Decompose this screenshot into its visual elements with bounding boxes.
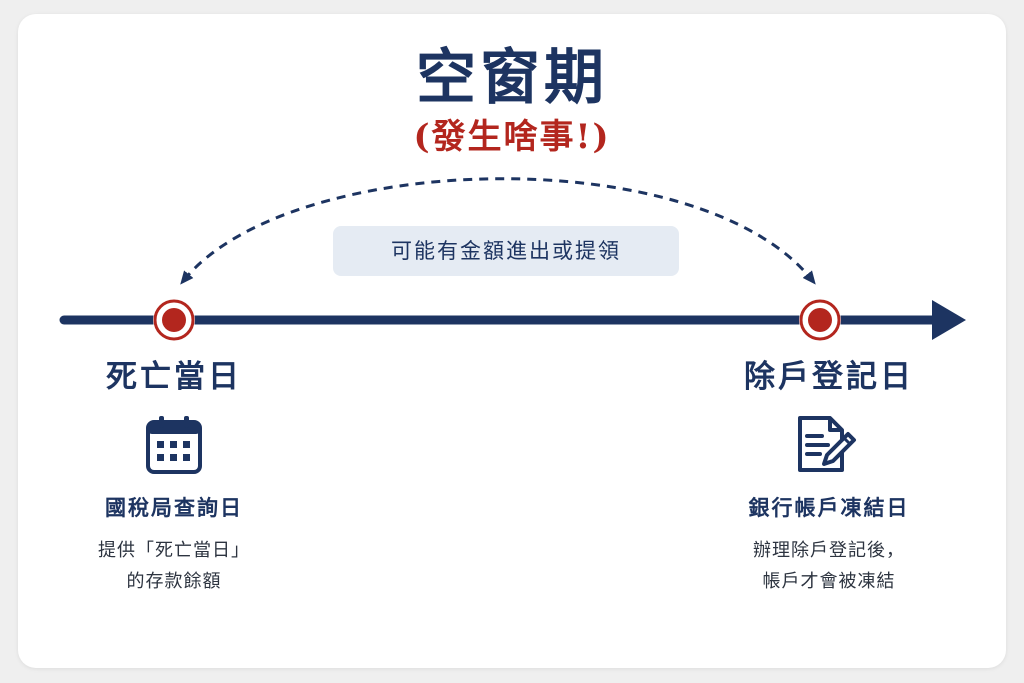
calendar-icon: [146, 416, 202, 474]
desc-deregistration-day: 辦理除戶登記後， 帳戶才會被凍結: [679, 535, 979, 597]
death-day-marker: [153, 299, 195, 341]
desc-line: 提供「死亡當日」: [98, 540, 250, 561]
diagram-card: [18, 14, 1006, 668]
event-label-death-day: 死亡當日: [106, 359, 242, 395]
sub-title-account-freeze-day: 銀行帳戶凍結日: [748, 496, 910, 520]
diagram-subtitle: (發生啥事!): [413, 117, 611, 157]
diagram-title: 空窗期: [416, 43, 608, 113]
desc-line: 帳戶才會被凍結: [762, 571, 896, 592]
desc-line: 的存款餘額: [126, 571, 222, 592]
gap-arc-arrow: [180, 177, 816, 285]
desc-line: 辦理除戶登記後，: [753, 540, 905, 561]
sub-title-tax-bureau-query-day: 國稅局查詢日: [105, 496, 243, 520]
desc-death-day: 提供「死亡當日」 的存款餘額: [24, 535, 324, 597]
document-pen-icon: [798, 416, 856, 472]
timeline-arrowhead: [932, 300, 966, 340]
event-label-deregistration-day: 除戶登記日: [744, 359, 914, 395]
deregistration-day-marker: [799, 299, 841, 341]
gap-note-badge: 可能有金額進出或提領: [333, 226, 679, 276]
